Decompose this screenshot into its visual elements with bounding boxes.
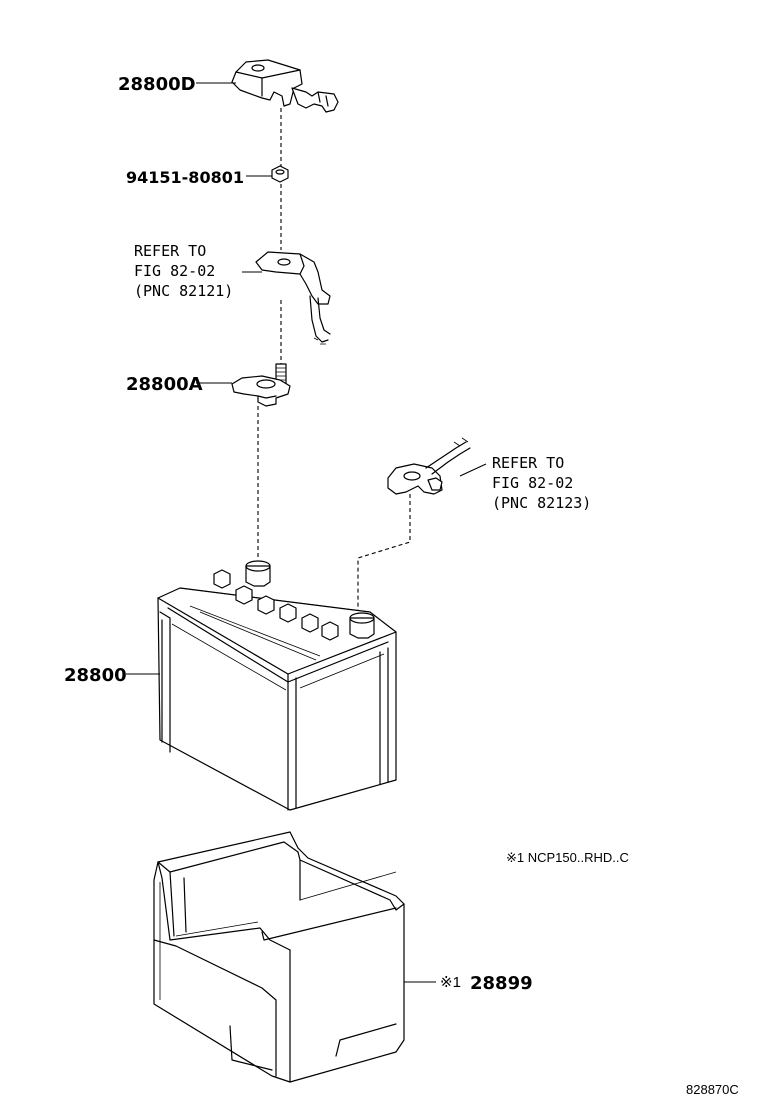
leader-refer-2 [459, 463, 487, 477]
part-label-28800D: 28800D [118, 74, 196, 95]
negative-terminal-82123 [387, 437, 471, 495]
cable-bracket-82121 [255, 251, 331, 345]
assembly-line-5 [357, 494, 411, 616]
footnote: ※1 NCP150..RHD..C [506, 850, 629, 865]
battery-28800 [157, 560, 397, 811]
terminal-cover-28800D [231, 59, 339, 113]
part-label-28800: 28800 [64, 665, 127, 686]
battery-tray-28899 [153, 831, 405, 1083]
refer-2-line3: (PNC 82123) [492, 494, 591, 512]
battery-cell-caps [213, 569, 339, 641]
refer-2-line1: REFER TO [492, 454, 564, 472]
refer-1-line1: REFER TO [134, 242, 206, 260]
refer-2-line2: FIG 82-02 [492, 474, 573, 492]
part-label-28899: 28899 [470, 973, 533, 994]
nut-94151-80801 [271, 165, 289, 183]
refer-1-line2: FIG 82-02 [134, 262, 215, 280]
figure-code: 828870C [686, 1082, 739, 1097]
terminal-clamp-28800A [231, 363, 291, 407]
refer-1-line3: (PNC 82121) [134, 282, 233, 300]
part-mark-28899: ※1 [440, 974, 461, 991]
part-label-94151-80801: 94151-80801 [126, 168, 244, 187]
part-label-28800A: 28800A [126, 374, 203, 395]
